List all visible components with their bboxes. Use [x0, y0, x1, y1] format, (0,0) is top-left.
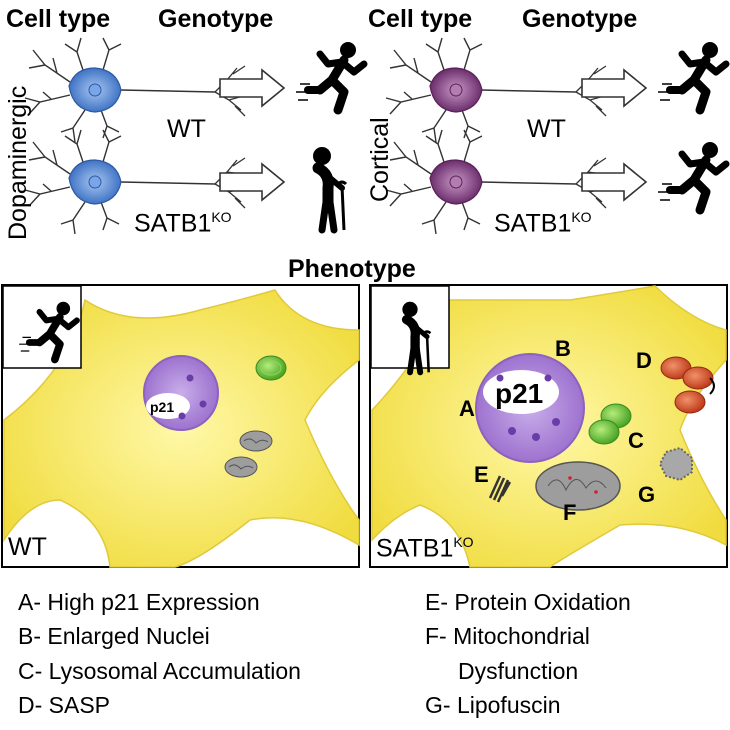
- cortical-ko-neuron: [385, 129, 607, 235]
- wt-lysosome: [255, 355, 287, 381]
- dopaminergic-ko-neuron: [24, 129, 246, 235]
- phenotype-header: Phenotype: [288, 255, 416, 283]
- left-genotype-header: Genotype: [158, 5, 274, 33]
- left-cell-type-header: Cell type: [6, 5, 111, 33]
- ko-protein-oxidation: [488, 475, 512, 503]
- ko-mitochondrion: [535, 461, 621, 511]
- right-genotype-header: Genotype: [522, 5, 638, 33]
- letter-c: C: [628, 428, 644, 453]
- ko-lysosome-2: [588, 419, 620, 445]
- legend-e: E- Protein Oxidation: [425, 589, 631, 615]
- ko-sasp-3: [674, 390, 706, 414]
- legend-g: G- Lipofuscin: [425, 692, 561, 718]
- runner-icon-cort-wt: [658, 42, 726, 110]
- cort-ko-label: SATB1KO: [494, 209, 592, 238]
- dopa-ko-label: SATB1KO: [134, 209, 232, 238]
- legend-c: C- Lysosomal Accumulation: [18, 658, 301, 684]
- ko-phenotype-panel: [369, 284, 728, 568]
- wt-mitochondrion-1: [239, 430, 273, 452]
- legend-a: A- High p21 Expression: [18, 589, 260, 615]
- ko-panel-label: SATB1KO: [376, 534, 474, 563]
- letter-b: B: [555, 336, 571, 361]
- letter-e: E: [474, 462, 489, 487]
- ko-lipofuscin: [658, 446, 693, 482]
- dopaminergic-wt-neuron: [24, 37, 246, 143]
- wt-p21-label: p21: [150, 399, 175, 415]
- elderly-icon-dopa-ko: [313, 147, 346, 230]
- cortical-label: Cortical: [366, 117, 394, 202]
- letter-d: D: [636, 348, 652, 373]
- legend-f2: Dysfunction: [458, 658, 579, 684]
- letter-f: F: [563, 500, 577, 525]
- legend-d: D- SASP: [18, 692, 111, 718]
- wt-panel-label: WT: [8, 533, 47, 561]
- wt-mitochondrion-2: [224, 456, 258, 478]
- right-cell-type-header: Cell type: [368, 5, 473, 33]
- letter-a: A: [459, 396, 475, 421]
- ko-p21-label: p21: [495, 378, 544, 409]
- wt-phenotype-panel: [1, 284, 360, 568]
- cort-wt-label: WT: [527, 115, 566, 143]
- dopaminergic-label: Dopaminergic: [4, 85, 32, 240]
- legend-f1: F- Mitochondrial: [425, 623, 590, 649]
- arrow-cort-ko: [581, 163, 647, 201]
- cortical-wt-neuron: [385, 37, 607, 143]
- runner-icon-cort-ko: [658, 142, 726, 210]
- letter-g: G: [638, 482, 656, 507]
- legend-b: B- Enlarged Nuclei: [18, 623, 210, 649]
- dopa-wt-label: WT: [167, 115, 206, 143]
- ko-sasp-2: [682, 366, 714, 390]
- runner-icon-dopa-wt: [296, 42, 364, 110]
